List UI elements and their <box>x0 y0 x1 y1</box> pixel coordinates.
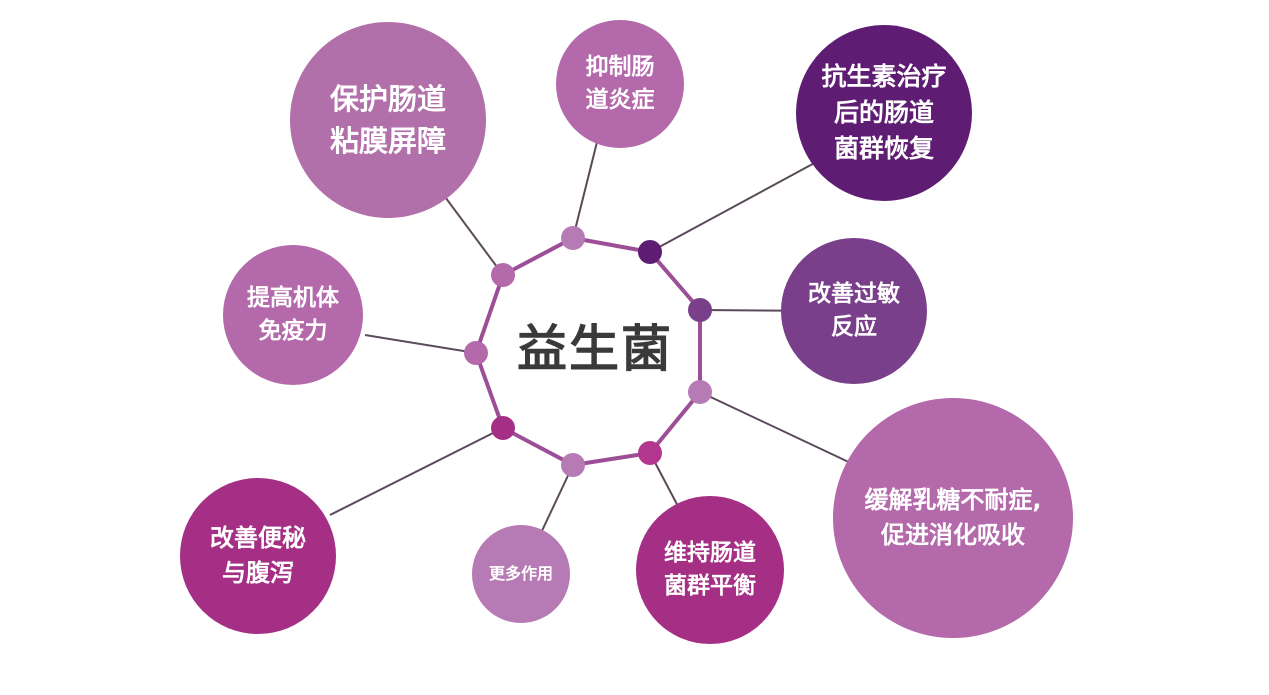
bubble-more-effects: 更多作用 <box>472 525 570 623</box>
bubble-label: 保护肠道 粘膜屏障 <box>329 81 446 158</box>
bubble-label: 维持肠道 菌群平衡 <box>664 539 756 599</box>
ring-node <box>561 453 585 477</box>
bubble-label: 缓解乳糖不耐症, 促进消化吸收 <box>864 486 1042 549</box>
connector-line <box>539 464 574 536</box>
bubble-antibiotic-recovery: 抗生素治疗 后的肠道 菌群恢复 <box>796 25 972 201</box>
connector-line <box>572 129 601 239</box>
ring-node <box>561 226 585 250</box>
bubble-label: 改善过敏 反应 <box>808 280 900 340</box>
ring-node <box>638 240 662 264</box>
ring-node <box>491 416 515 440</box>
bubble-label: 抗生素治疗 后的肠道 菌群恢复 <box>821 61 947 164</box>
bubble-label: 改善便秘 与腹泻 <box>210 524 306 587</box>
bubble-label: 更多作用 <box>488 564 553 584</box>
ring-node <box>688 298 712 322</box>
bubble-flora-balance: 维持肠道 菌群平衡 <box>636 496 784 644</box>
bubble-label: 提高机体 免疫力 <box>247 284 339 344</box>
ring-node <box>464 341 488 365</box>
connector-line <box>364 334 477 354</box>
connector-line <box>649 159 821 253</box>
connector-line <box>329 427 504 516</box>
bubble-constipation-diarrhea: 改善便秘 与腹泻 <box>180 478 336 634</box>
center-title: 益生菌 <box>517 320 673 378</box>
bubble-immunity: 提高机体 免疫力 <box>223 245 363 385</box>
ring-node <box>688 380 712 404</box>
ring-node <box>638 441 662 465</box>
ring-node <box>491 263 515 287</box>
bubble-protect-mucosa: 保护肠道 粘膜屏障 <box>290 22 486 218</box>
bubble-allergy: 改善过敏 反应 <box>781 238 927 384</box>
bubble-inhibit-inflammation: 抑制肠 道炎症 <box>556 20 684 148</box>
bubble-lactose-digestion: 缓解乳糖不耐症, 促进消化吸收 <box>833 398 1073 638</box>
connector-line <box>699 391 856 466</box>
bubble-label: 抑制肠 道炎症 <box>585 53 655 113</box>
ring-nodes <box>464 226 712 477</box>
center-ring <box>473 235 702 468</box>
